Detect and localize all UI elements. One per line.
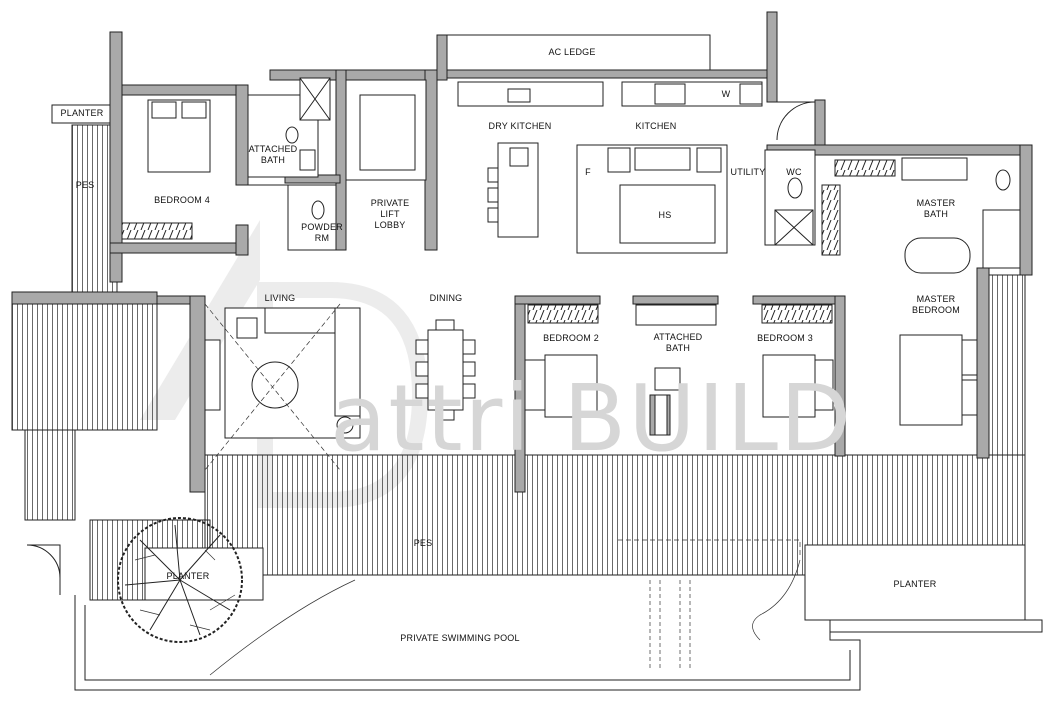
label-powder-rm: POWDER RM	[301, 222, 343, 243]
label-washer: W	[721, 89, 731, 99]
label-master-bedroom: MASTER BEDROOM	[912, 294, 960, 315]
label-living: LIVING	[264, 293, 296, 303]
label-private-lift-lobby: PRIVATE LIFT LOBBY	[370, 198, 410, 230]
label-dining: DINING	[429, 293, 463, 303]
label-bedroom-4: BEDROOM 4	[154, 195, 210, 205]
wardrobes	[121, 159, 896, 324]
label-planter-bottom-left: PLANTER	[166, 571, 210, 581]
label-attached-bath-2: ATTACHED BATH	[653, 332, 703, 353]
planters	[51, 34, 1043, 633]
label-fridge: F	[585, 167, 591, 177]
door-swings	[26, 101, 816, 595]
label-wc: WC	[786, 167, 802, 177]
tree-symbol	[117, 517, 243, 643]
pes-decking	[11, 124, 1026, 601]
label-bedroom-3: BEDROOM 3	[757, 333, 813, 343]
kitchen-fixtures	[457, 81, 763, 254]
living-dining-furniture	[204, 303, 476, 471]
label-pes-bottom: PES	[413, 538, 433, 548]
label-attached-bath-1: ATTACHED BATH	[248, 144, 298, 165]
watermark-text: attri BUILD	[330, 365, 853, 472]
label-kitchen: KITCHEN	[635, 121, 677, 131]
label-pes-left: PES	[75, 180, 95, 190]
beds	[147, 99, 978, 426]
label-ac-ledge: AC LEDGE	[548, 47, 596, 57]
label-private-swimming-pool: PRIVATE SWIMMING POOL	[400, 633, 520, 643]
label-dry-kitchen: DRY KITCHEN	[488, 121, 552, 131]
label-utility: UTILITY	[730, 167, 766, 177]
label-bedroom-2: BEDROOM 2	[543, 333, 599, 343]
label-planter-top: PLANTER	[60, 108, 104, 118]
label-planter-bottom-right: PLANTER	[893, 579, 937, 589]
bathroom-fixtures	[247, 77, 1021, 436]
label-master-bath: MASTER BATH	[916, 198, 956, 219]
label-hs: HS	[658, 210, 672, 220]
